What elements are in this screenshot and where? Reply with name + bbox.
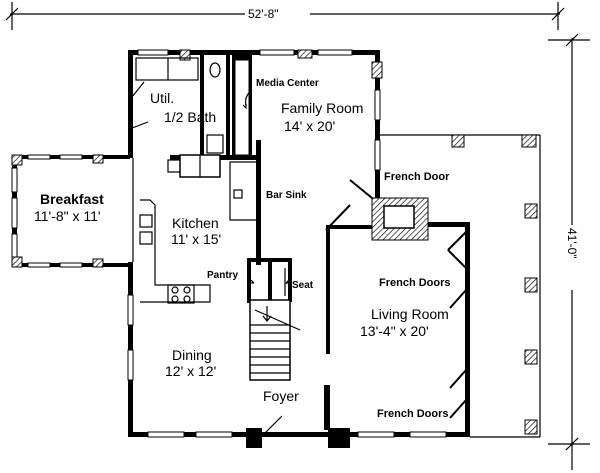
- half-bath-label: 1/2 Bath: [164, 109, 216, 125]
- breakfast-bay-walls: [11, 154, 130, 268]
- media-center-label: Media Center: [256, 78, 319, 89]
- depth-dimension-line: [548, 33, 590, 470]
- kitchen-label: Kitchen: [172, 215, 219, 231]
- living-room-size: 13'-4" x 20': [360, 323, 429, 339]
- living-room-walls: [326, 179, 470, 437]
- french-doors-upper-label: French Doors: [379, 277, 451, 289]
- pantry-label: Pantry: [207, 270, 239, 281]
- stair-pantry: [247, 258, 301, 381]
- main-house-walls: [127, 49, 470, 448]
- kitchen-counters: [139, 154, 260, 304]
- kitchen-size: 11' x 15': [171, 231, 221, 247]
- breakfast-size: 11'-8" x 11': [34, 208, 101, 224]
- french-door-label: French Door: [384, 171, 450, 183]
- french-doors-lower-label: French Doors: [377, 408, 449, 420]
- porch: [380, 134, 541, 438]
- breakfast-label: Breakfast: [40, 191, 104, 207]
- bar-sink-label: Bar Sink: [266, 190, 307, 201]
- overall-depth-label: 41'-0": [565, 228, 579, 259]
- util-bath-walls: [131, 55, 253, 160]
- foyer-label: Foyer: [263, 388, 299, 404]
- family-room-size: 14' x 20': [284, 118, 335, 134]
- living-room-label: Living Room: [371, 306, 449, 322]
- overall-width-label: 52'-8": [248, 7, 279, 21]
- seat-label: Seat: [292, 280, 314, 291]
- family-room-label: Family Room: [281, 100, 363, 116]
- interior-walls: [132, 140, 351, 354]
- width-dimension-line: [5, 2, 565, 30]
- dining-size: 12' x 12': [165, 363, 216, 379]
- util-label: Util.: [150, 90, 174, 106]
- dining-label: Dining: [172, 347, 212, 363]
